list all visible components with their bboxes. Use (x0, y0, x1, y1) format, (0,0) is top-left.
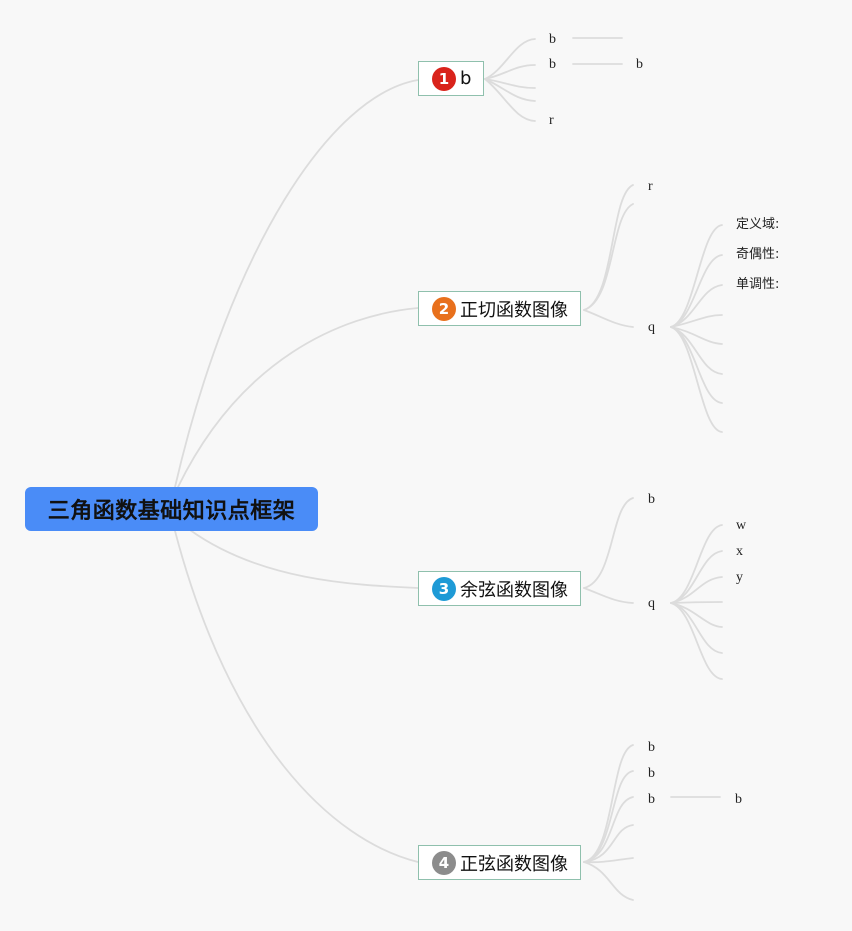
connector-b3-q-4 (670, 601, 723, 604)
connector-b3-q-1 (670, 524, 723, 604)
connector-b3-q-7 (670, 602, 723, 680)
connector-b4-child-4 (583, 824, 634, 863)
connector-b2-q-5 (670, 326, 723, 345)
connector-b2-q-8 (670, 326, 723, 433)
branch-topic-1-label: b (460, 68, 472, 89)
b2-q-monotonicity[interactable]: 单调性: (736, 277, 780, 292)
connector-root-branch-4 (174, 530, 419, 863)
priority-3-icon: 3 (432, 576, 456, 601)
priority-1-icon: 1 (432, 66, 456, 91)
connector-b3-q-6 (670, 602, 723, 654)
connector-b2-q-3 (670, 284, 723, 328)
connector-b2-child-3 (583, 309, 634, 328)
connector-b3-q-2 (670, 550, 723, 604)
connector-b2-child-1 (583, 184, 634, 311)
b2-child-r[interactable]: r (648, 179, 653, 194)
branch-topic-2[interactable]: 2 正切函数图像 (418, 291, 581, 326)
priority-2-icon: 2 (432, 296, 456, 321)
branch-topic-2-label: 正切函数图像 (460, 299, 568, 321)
root-topic[interactable]: 三角函数基础知识点框架 (25, 487, 318, 531)
connector-b1-child-1 (484, 38, 536, 80)
branch-topic-1[interactable]: 1 b (418, 61, 485, 96)
connector-b3-child-2 (583, 587, 634, 604)
connector-b1-child-5 (484, 78, 536, 122)
connector-root-branch-3 (189, 529, 419, 589)
connector-b2-q-1 (670, 224, 723, 328)
b4-child-1[interactable]: b (648, 740, 655, 755)
connector-b1-child-4 (484, 78, 536, 102)
connector-b4-child-6 (583, 861, 634, 901)
connector-b1-child-3 (484, 78, 536, 89)
b2-q-parity[interactable]: 奇偶性: (736, 247, 780, 262)
connector-b2-q-4 (670, 314, 723, 328)
connector-b1-child-2 (484, 64, 536, 80)
connector-b3-child-1 (583, 497, 634, 589)
b3-child-b[interactable]: b (648, 492, 655, 507)
branch-topic-4[interactable]: 4 正弦函数图像 (418, 845, 581, 880)
b4-grandchild[interactable]: b (735, 792, 742, 807)
b3-child-q[interactable]: q (648, 596, 655, 611)
connector-b4-child-5 (583, 857, 634, 864)
connector-b2-q-7 (670, 326, 723, 404)
connector-root-branch-1 (174, 79, 419, 488)
b2-q-domain[interactable]: 定义域: (736, 217, 780, 232)
b1-child-5[interactable]: r (549, 113, 554, 128)
connector-b3-q-3 (670, 576, 723, 604)
b1-child-1[interactable]: b (549, 32, 556, 47)
b3-q-x[interactable]: x (736, 544, 743, 559)
branch-topic-4-label: 正弦函数图像 (460, 853, 568, 875)
branch-topic-3-label: 余弦函数图像 (460, 579, 568, 601)
connector-root-branch-2 (177, 307, 419, 488)
branch-topic-3[interactable]: 3 余弦函数图像 (418, 571, 581, 606)
b1-child-2[interactable]: b (549, 57, 556, 72)
b2-child-q[interactable]: q (648, 320, 655, 335)
b1-grandchild[interactable]: b (636, 57, 643, 72)
root-topic-label: 三角函数基础知识点框架 (47, 499, 296, 524)
b3-q-w[interactable]: w (736, 518, 747, 533)
connector-b4-child-3 (583, 796, 634, 863)
b3-q-y[interactable]: y (736, 570, 743, 585)
b4-child-2[interactable]: b (648, 766, 655, 781)
connector-b2-child-2 (583, 203, 634, 311)
connector-b4-child-1 (583, 744, 634, 863)
connector-b4-child-2 (583, 770, 634, 863)
connector-b2-q-2 (670, 254, 723, 328)
b4-child-3[interactable]: b (648, 792, 655, 807)
priority-4-icon: 4 (432, 850, 456, 875)
